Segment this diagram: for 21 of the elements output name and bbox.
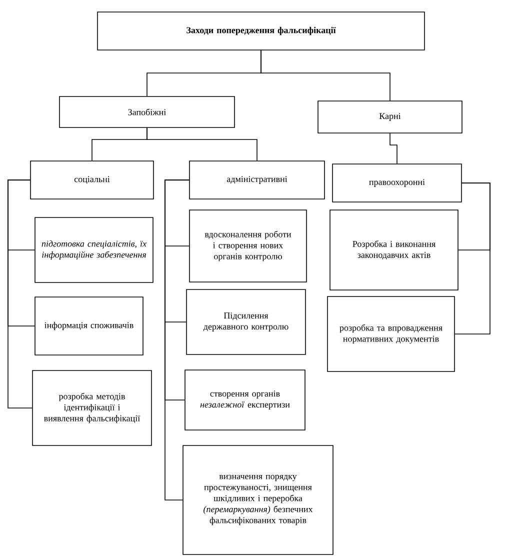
box: Карні: [318, 100, 462, 134]
box: Розробка і виконання законодавчих актів: [330, 210, 458, 290]
box: правоохоронні: [332, 164, 462, 202]
box: вдосконалення роботи і створення нових органів контролю: [189, 210, 307, 282]
box: адміністративні: [189, 160, 325, 200]
connector-line: [146, 128, 258, 161]
connector-line: [164, 180, 190, 500]
box: розробка та впровадження нормативних документів: [327, 296, 455, 372]
box: визначення порядку простежуваності, знищення шкідливих і переробка (перемаркування) безпечних фальсифікованих товарів: [182, 445, 334, 555]
box: інформація споживачів: [34, 296, 144, 356]
box: підготовка спеціалістів, їх інформаційне забезпечення: [34, 217, 154, 283]
box: Заходи попередження фальсифікації: [97, 12, 425, 50]
connector-line: [454, 182, 490, 334]
connector-line: [390, 133, 398, 164]
box: Підсилення державного контролю: [186, 289, 306, 355]
box: створення органів незалежної експертизи: [184, 370, 306, 430]
connector-line: [260, 50, 390, 101]
connector-line: [8, 180, 32, 408]
box: розробка методів ідентифікації і виявлення фальсифікації: [32, 370, 152, 446]
box: соціальні: [30, 160, 154, 200]
box: Запобіжні: [59, 96, 235, 128]
